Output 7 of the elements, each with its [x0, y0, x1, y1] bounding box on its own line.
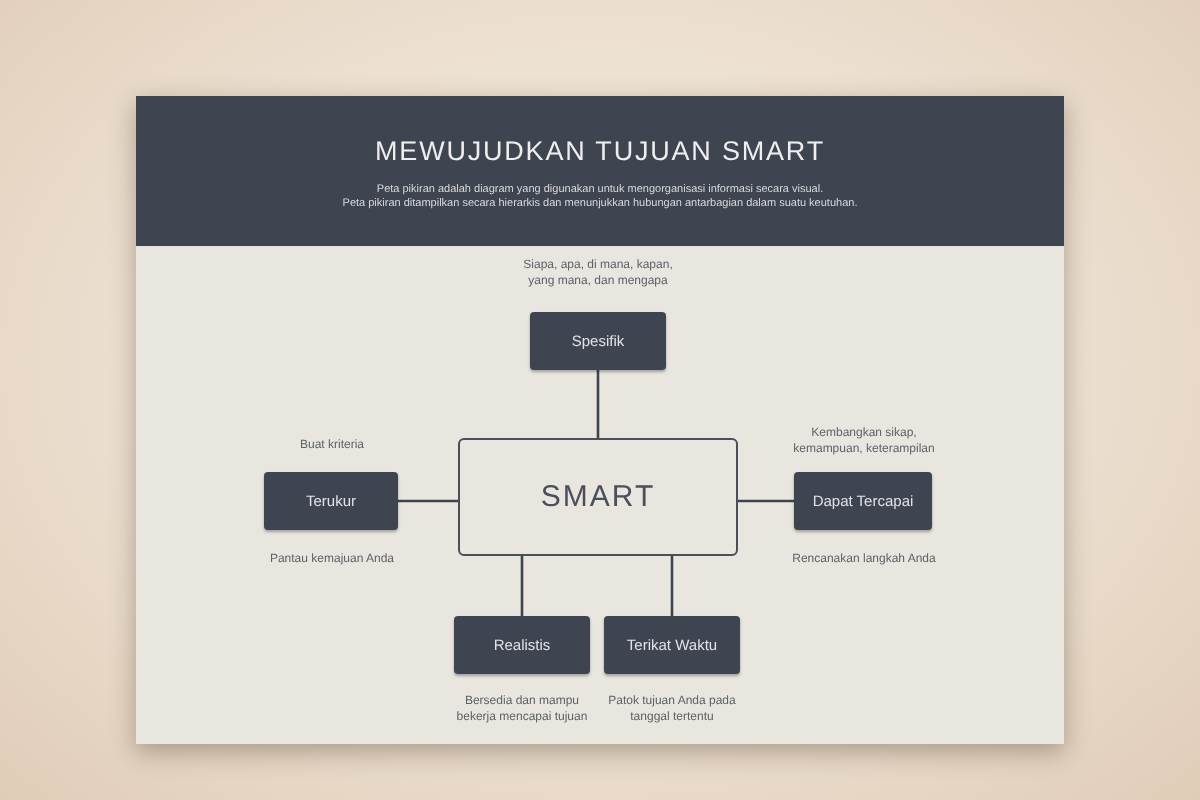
title-text: MEWUJUDKAN TUJUAN SMART	[375, 136, 825, 166]
connector-line	[670, 556, 674, 616]
connector-line	[520, 556, 524, 616]
central-box: SMART	[458, 438, 738, 556]
connector-line	[398, 499, 458, 503]
connector-line	[596, 370, 600, 438]
connector-line	[738, 499, 794, 503]
